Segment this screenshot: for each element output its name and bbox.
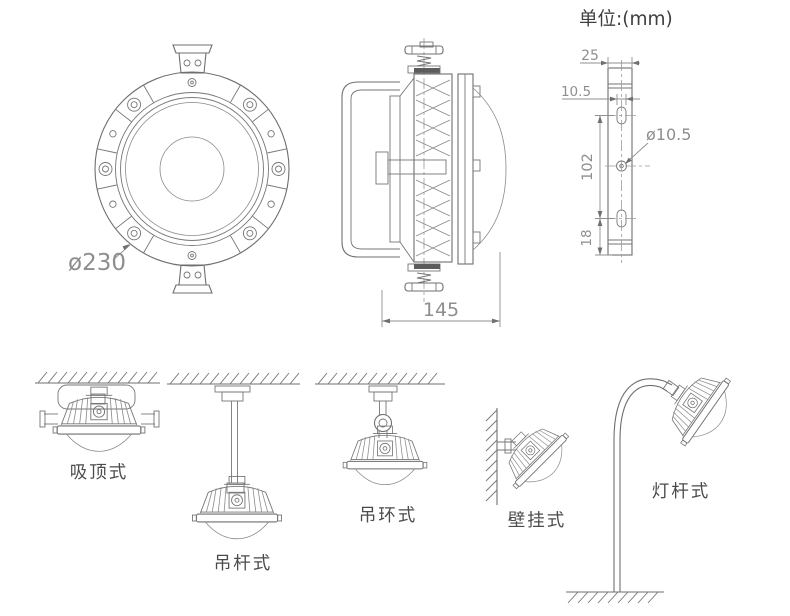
u-bracket: [341, 81, 400, 258]
lamp-icon: [489, 409, 580, 500]
hole-spacing-dimension: 102: [580, 115, 614, 219]
mount-pole: 灯杆式: [566, 357, 744, 604]
top-hook-bracket: [404, 41, 444, 74]
lamp-icon: [652, 357, 744, 456]
bottom-hook-bracket: [404, 263, 444, 292]
offset-dim-label: 18: [579, 229, 595, 246]
ground-hatch: [567, 591, 659, 604]
hanging-ring: [373, 413, 393, 433]
mount-rod: 吊杆式: [167, 372, 300, 574]
lens-dome-arc: [472, 87, 507, 251]
ceiling-hatch: [37, 371, 158, 384]
flange-segment-lines: [97, 84, 287, 254]
depth-dimension: 145: [381, 252, 501, 327]
lamp-body-side: [387, 73, 507, 265]
depth-dim-label: 145: [423, 299, 459, 321]
lamp-icon: [191, 475, 283, 540]
pole-curve: [613, 378, 673, 592]
rear-housing: [57, 384, 136, 410]
mount-ceiling: 吸顶式: [35, 371, 160, 483]
front-flange-side: [457, 73, 481, 265]
width-dimension: 25: [580, 48, 640, 67]
side-view: 145: [341, 38, 507, 327]
lamp-icon: [342, 425, 428, 486]
mount-label-pole: 灯杆式: [652, 482, 711, 502]
top-mounting-lug: [172, 44, 213, 74]
mount-ring: 吊环式: [315, 372, 445, 526]
lamp-icon: [52, 386, 146, 452]
spacing-dim-label: 102: [580, 153, 596, 181]
flange-bolts: [98, 78, 286, 260]
diameter-dimension: ø230: [68, 244, 131, 276]
unit-label: 单位:(mm): [579, 9, 673, 30]
heatsink-fins: [415, 79, 451, 257]
mount-label-rod: 吊杆式: [214, 554, 273, 574]
width-dim-label: 25: [581, 48, 599, 64]
slot-width-dimension: 10.5: [561, 84, 640, 105]
diameter-label: ø230: [68, 250, 126, 276]
ceiling-hatch: [317, 372, 438, 385]
front-view: ø230: [68, 44, 290, 294]
wall-hatch: [485, 409, 498, 502]
mount-label-wall: 壁挂式: [508, 511, 567, 531]
mount-label-ring: 吊环式: [359, 506, 418, 526]
hole-diameter-callout: ø10.5: [625, 125, 691, 164]
bracket-dimension-view: 单位:(mm) 25: [561, 9, 691, 263]
bottom-mounting-lug: [172, 264, 213, 294]
mount-label-ceiling: 吸顶式: [70, 463, 129, 483]
ceiling-hatch: [169, 372, 300, 385]
slot-dim-label: 10.5: [561, 84, 591, 100]
mount-wall: 壁挂式: [485, 408, 580, 531]
side-lugs: [39, 410, 160, 428]
hole-dim-label: ø10.5: [646, 125, 691, 144]
edge-offset-dimension: 18: [579, 218, 612, 256]
